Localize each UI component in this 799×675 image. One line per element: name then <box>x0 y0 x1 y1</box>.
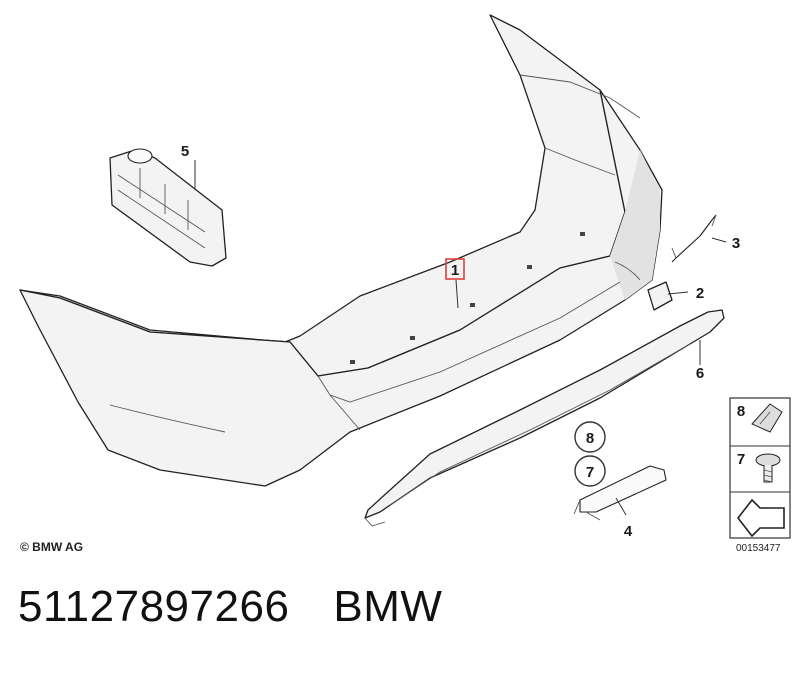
circled-callout-7: 7 <box>574 455 606 487</box>
guide-strip-body <box>579 465 667 513</box>
screw-icon <box>755 453 781 467</box>
part-number: 51127897266 <box>18 582 290 631</box>
bumper-lower-lip <box>317 281 621 403</box>
callout-2-label: 2 <box>696 285 704 302</box>
part-caption: 51127897266 BMW <box>18 582 442 632</box>
bumper-lip-line <box>329 394 361 431</box>
cap-body <box>647 281 673 311</box>
bumper-clip-holes <box>350 232 585 364</box>
callout-4-label: 4 <box>624 523 633 540</box>
legend-item-8: 8 <box>737 403 783 433</box>
part-5-reflector <box>109 148 227 267</box>
circled-callout-7-label: 7 <box>586 464 594 481</box>
diagram-number: 00153477 <box>736 543 781 554</box>
bumper-exhaust-cutout <box>614 261 641 281</box>
diffuser-end <box>364 517 386 527</box>
callout-3-label: 3 <box>732 235 740 252</box>
callout-highlight-box <box>445 258 465 280</box>
fastener-legend: 8 7 <box>729 397 791 539</box>
copyright-notice: © BMW AG <box>20 540 84 554</box>
legend-item-8-label: 8 <box>737 403 745 420</box>
part-6-diffuser <box>364 309 725 527</box>
diffuser-body <box>364 309 725 519</box>
rear-bumper-panel <box>19 14 663 487</box>
bumper-body <box>19 89 663 487</box>
bumper-side-shade <box>610 150 660 300</box>
bumper-top-edge-line <box>519 74 641 119</box>
part-2-cover-cap <box>647 281 673 311</box>
circled-callout-8-label: 8 <box>586 430 594 447</box>
legend-direction-arrow <box>736 498 785 538</box>
callout-1: 1 <box>445 258 465 280</box>
reflector-mount <box>127 148 153 164</box>
nut-clip-icon <box>751 403 783 433</box>
legend-item-7: 7 <box>737 451 781 483</box>
guide-strip-end <box>573 499 601 521</box>
bracket-body <box>671 214 717 263</box>
reflector-ribs <box>117 168 206 249</box>
bracket-ends <box>671 214 717 259</box>
callout-6-label: 6 <box>696 365 704 382</box>
legend-item-7-label: 7 <box>737 451 745 468</box>
arrow-icon <box>736 498 785 538</box>
part-4-guide-strip <box>573 465 667 521</box>
circled-callout-8: 8 <box>574 421 606 453</box>
brand-name: BMW <box>333 582 443 631</box>
leader-lines <box>194 160 727 516</box>
diffuser-inner-line <box>389 343 691 506</box>
bumper-reflector-line <box>109 404 226 433</box>
callout-1-label: 1 <box>451 262 459 279</box>
bumper-corner-line <box>544 147 616 176</box>
part-3-bracket <box>671 214 717 263</box>
callout-5-label: 5 <box>181 143 189 160</box>
